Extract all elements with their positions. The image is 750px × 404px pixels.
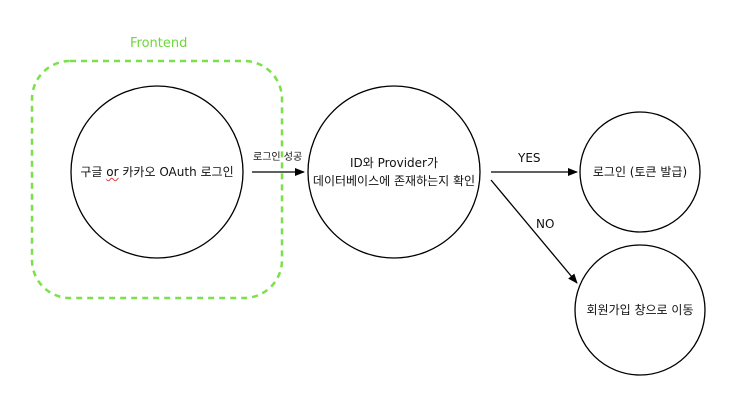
no-edge-label: NO bbox=[536, 217, 555, 231]
oauth-login-node bbox=[70, 85, 244, 259]
oauth-login-prefix: 구글 bbox=[80, 165, 107, 179]
db-check-line-2: 데이터베이스에 존재하는지 확인 bbox=[312, 174, 476, 188]
frontend-group-label: Frontend bbox=[130, 36, 188, 51]
success-edge-label: 로그인 성공 bbox=[253, 152, 303, 163]
no-arrow bbox=[490, 179, 578, 284]
oauth-login-or: or bbox=[106, 165, 119, 179]
oauth-login-label: 구글 or 카카오 OAuth 로그인 bbox=[80, 164, 233, 180]
db-check-label: ID와 Provider가 데이터베이스에 존재하는지 확인 bbox=[313, 154, 475, 190]
db-check-node bbox=[307, 85, 481, 259]
db-check-line-1: ID와 Provider가 bbox=[349, 156, 439, 170]
signup-label: 회원가입 창으로 이동 bbox=[586, 303, 694, 317]
login-token-node bbox=[579, 111, 701, 233]
oauth-login-suffix: 카카오 OAuth 로그인 bbox=[118, 165, 234, 179]
signup-node bbox=[574, 244, 706, 376]
login-token-label: 로그인 (토큰 발급) bbox=[592, 165, 688, 179]
frontend-group-box bbox=[30, 59, 284, 300]
yes-edge-label: YES bbox=[518, 151, 541, 165]
